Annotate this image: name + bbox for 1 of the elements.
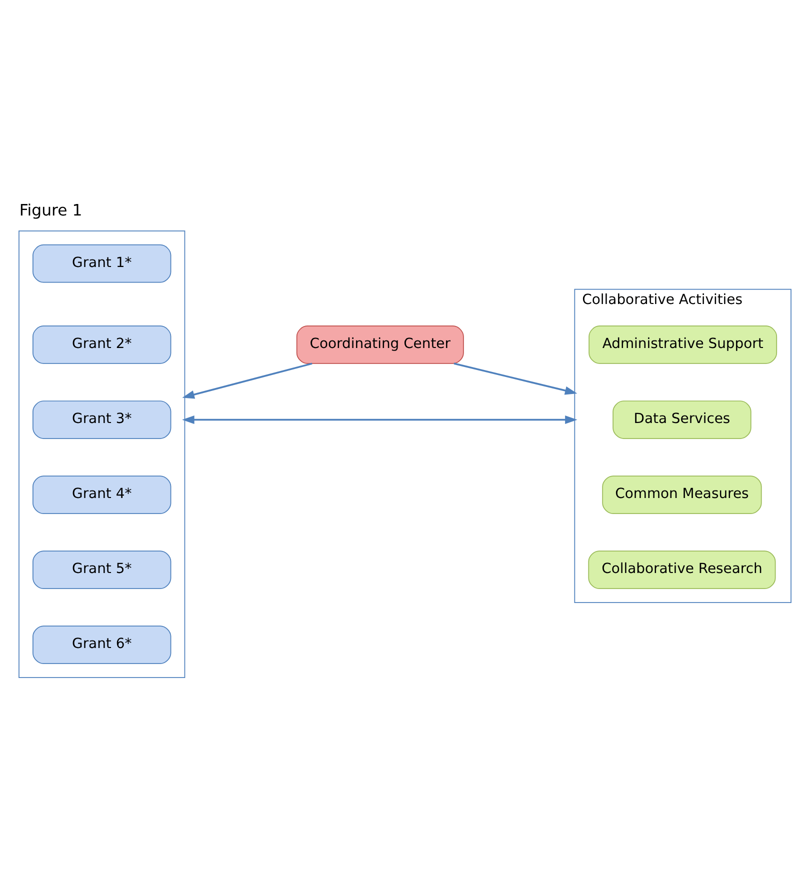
diagram-title: Figure 1	[19, 200, 82, 220]
